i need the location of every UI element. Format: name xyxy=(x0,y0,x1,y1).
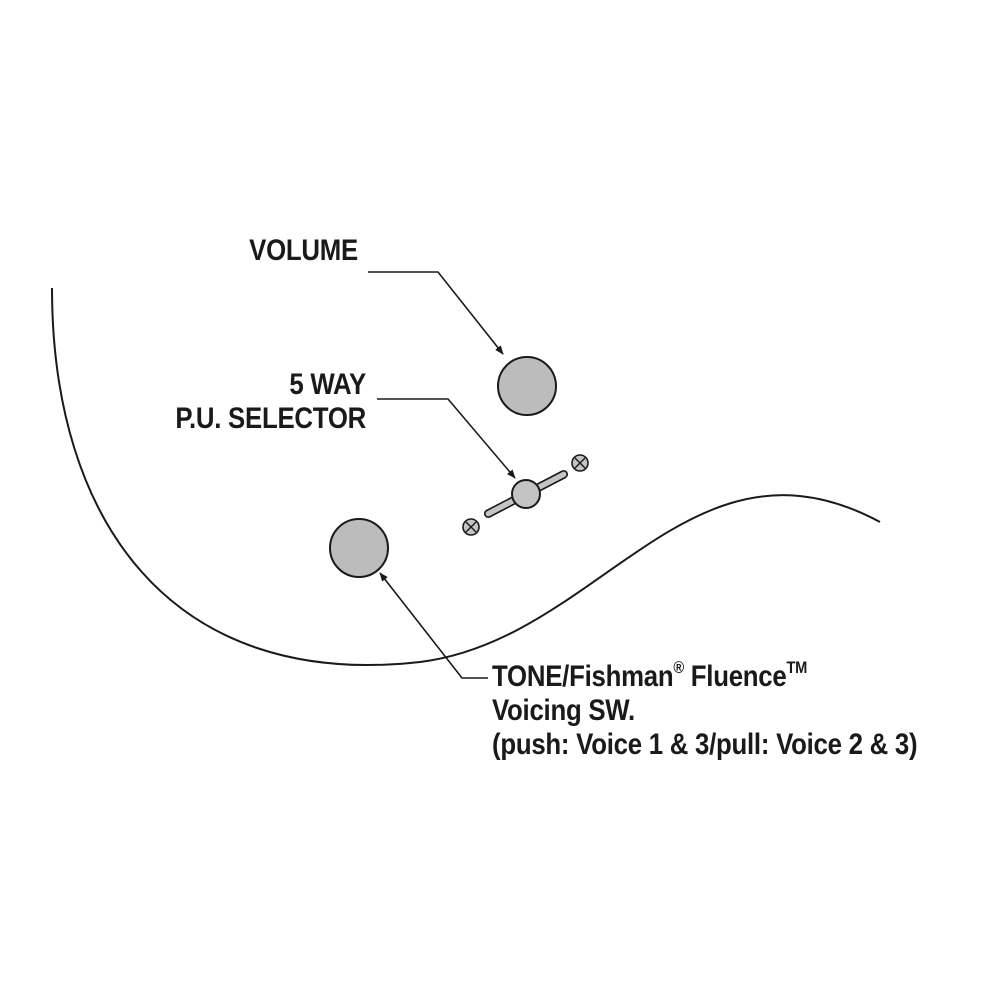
tone-label: TONE/Fishman® FluenceTM Voicing SW. (pus… xyxy=(492,658,918,762)
tone-prefix: TONE/Fishman xyxy=(492,660,674,693)
volume-label-text: VOLUME xyxy=(249,234,358,267)
selector-label-line2: P.U. SELECTOR xyxy=(175,402,366,435)
tone-label-line2: Voicing SW. xyxy=(492,694,635,727)
trademark-mark: TM xyxy=(786,658,808,677)
screw-icon xyxy=(571,454,589,472)
tone-leader-line xyxy=(379,572,488,679)
tone-label-line3: (push: Voice 1 & 3/pull: Voice 2 & 3) xyxy=(492,728,918,761)
tone-name: Fluence xyxy=(683,660,787,693)
selector-leader-line xyxy=(377,398,516,479)
volume-label: VOLUME xyxy=(153,234,358,268)
selector-label: 5 WAY P.U. SELECTOR xyxy=(137,368,366,436)
tone-label-line1: TONE/Fishman® FluenceTM xyxy=(492,658,917,694)
registered-mark: ® xyxy=(673,658,684,677)
selector-label-line1: 5 WAY xyxy=(289,368,366,401)
tone-knob xyxy=(329,518,389,578)
body-outline-curve xyxy=(51,287,881,667)
selector-lever xyxy=(511,479,541,509)
volume-knob xyxy=(497,356,557,416)
volume-leader-line xyxy=(368,271,504,355)
pickup-selector-switch xyxy=(484,470,568,518)
screw-icon xyxy=(462,518,480,536)
